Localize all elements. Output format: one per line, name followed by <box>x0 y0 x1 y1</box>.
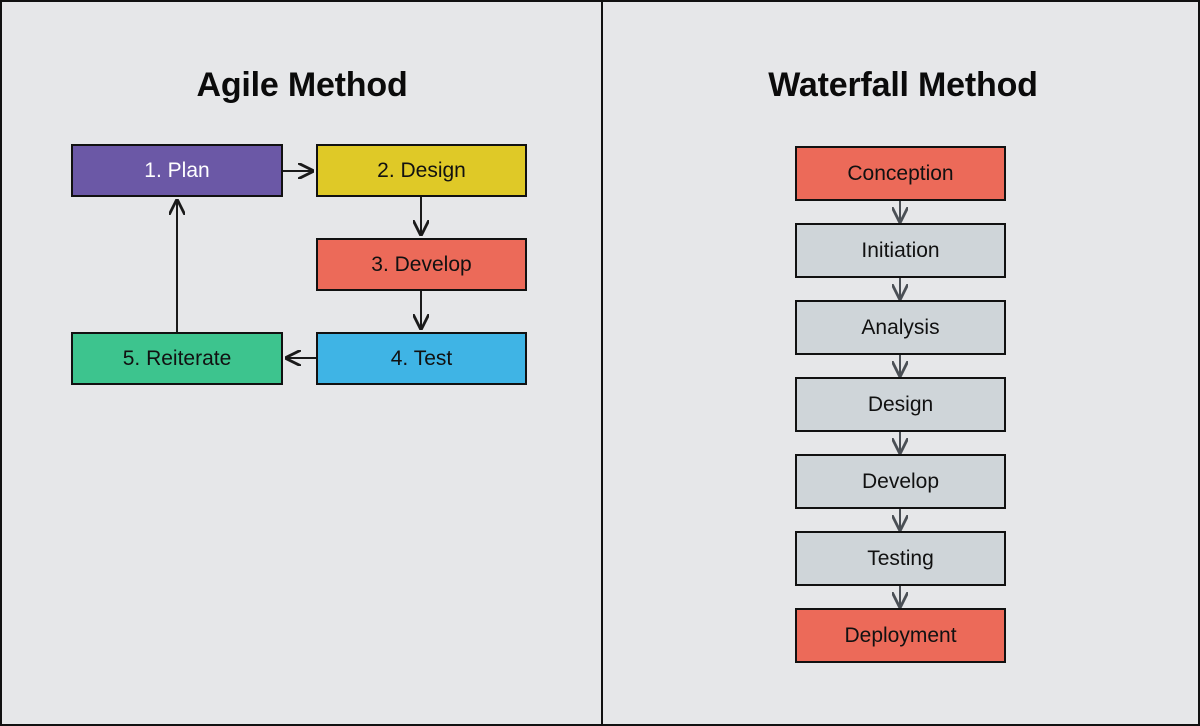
agile-panel-title: Agile Method <box>196 66 408 104</box>
waterfall-node-develop-label: Develop <box>861 470 940 493</box>
waterfall-node-deployment[interactable]: Deployment <box>795 608 1006 663</box>
agile-panel: Agile Method <box>2 2 602 724</box>
waterfall-node-design-label: Design <box>867 393 934 416</box>
waterfall-node-design[interactable]: Design <box>795 377 1006 432</box>
agile-node-plan[interactable]: 1. Plan <box>71 144 283 197</box>
waterfall-node-analysis-label: Analysis <box>861 316 940 339</box>
agile-node-plan-label: 1. Plan <box>144 159 210 182</box>
panel-divider <box>601 2 603 724</box>
agile-node-develop[interactable]: 3. Develop <box>316 238 527 291</box>
waterfall-node-analysis[interactable]: Analysis <box>795 300 1006 355</box>
agile-node-test[interactable]: 4. Test <box>316 332 527 385</box>
waterfall-panel: Waterfall Method <box>604 2 1198 724</box>
waterfall-node-initiation-label: Initiation <box>861 239 940 262</box>
waterfall-node-deployment-label: Deployment <box>844 624 957 647</box>
waterfall-node-testing-label: Testing <box>867 547 934 570</box>
waterfall-panel-title: Waterfall Method <box>768 66 1038 104</box>
agile-node-develop-label: 3. Develop <box>371 253 472 276</box>
agile-node-design[interactable]: 2. Design <box>316 144 527 197</box>
waterfall-node-conception[interactable]: Conception <box>795 146 1006 201</box>
agile-node-design-label: 2. Design <box>377 159 466 182</box>
waterfall-node-initiation[interactable]: Initiation <box>795 223 1006 278</box>
waterfall-node-testing[interactable]: Testing <box>795 531 1006 586</box>
agile-node-reiterate[interactable]: 5. Reiterate <box>71 332 283 385</box>
waterfall-node-develop[interactable]: Develop <box>795 454 1006 509</box>
waterfall-node-conception-label: Conception <box>847 162 954 185</box>
agile-node-test-label: 4. Test <box>390 347 453 370</box>
agile-node-reiterate-label: 5. Reiterate <box>122 347 232 370</box>
